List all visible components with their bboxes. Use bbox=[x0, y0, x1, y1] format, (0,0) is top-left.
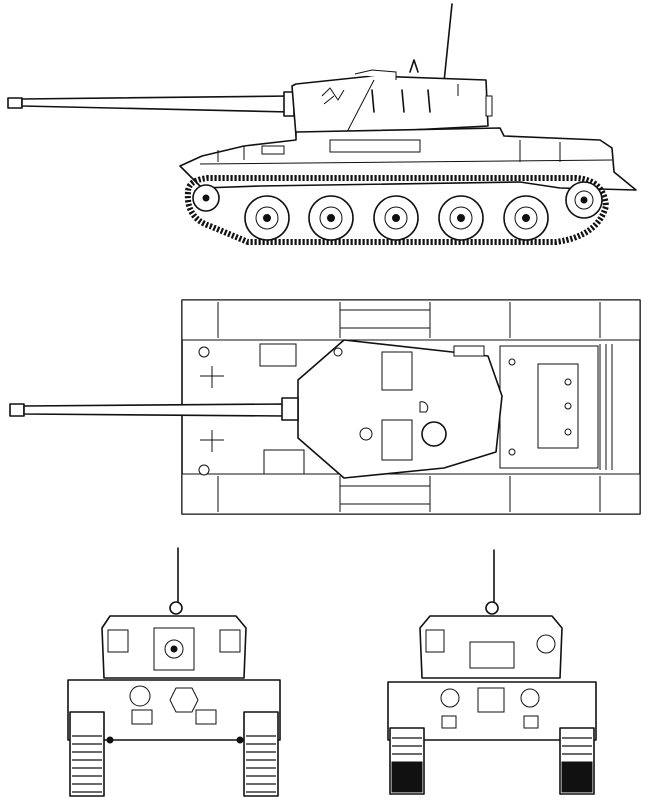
side-view bbox=[7, 3, 637, 245]
side-hull bbox=[179, 127, 637, 191]
front-turret bbox=[101, 615, 247, 679]
side-road-wheel bbox=[503, 195, 549, 241]
side-road-wheels bbox=[244, 195, 549, 241]
rear-cupola bbox=[485, 601, 499, 615]
side-road-wheel bbox=[438, 195, 484, 241]
side-gun-barrel bbox=[7, 91, 295, 117]
side-road-wheel bbox=[373, 195, 419, 241]
rear-tracks bbox=[389, 727, 595, 795]
rear-turret bbox=[419, 615, 563, 679]
top-engine-deck bbox=[499, 344, 613, 470]
top-track-guards bbox=[181, 299, 641, 515]
side-idler-wheel bbox=[192, 184, 220, 212]
front-view bbox=[67, 547, 281, 797]
top-turret bbox=[297, 339, 503, 479]
side-drive-sprocket bbox=[565, 181, 603, 219]
rear-view bbox=[387, 549, 597, 795]
side-turret bbox=[291, 59, 493, 137]
top-view bbox=[9, 299, 641, 515]
side-road-wheel bbox=[308, 195, 354, 241]
front-cupola bbox=[169, 601, 183, 615]
side-road-wheel bbox=[244, 195, 290, 241]
front-tracks bbox=[69, 711, 279, 797]
top-driver-hatches bbox=[198, 343, 305, 476]
side-antenna bbox=[443, 3, 453, 83]
top-gun-barrel bbox=[9, 397, 299, 421]
